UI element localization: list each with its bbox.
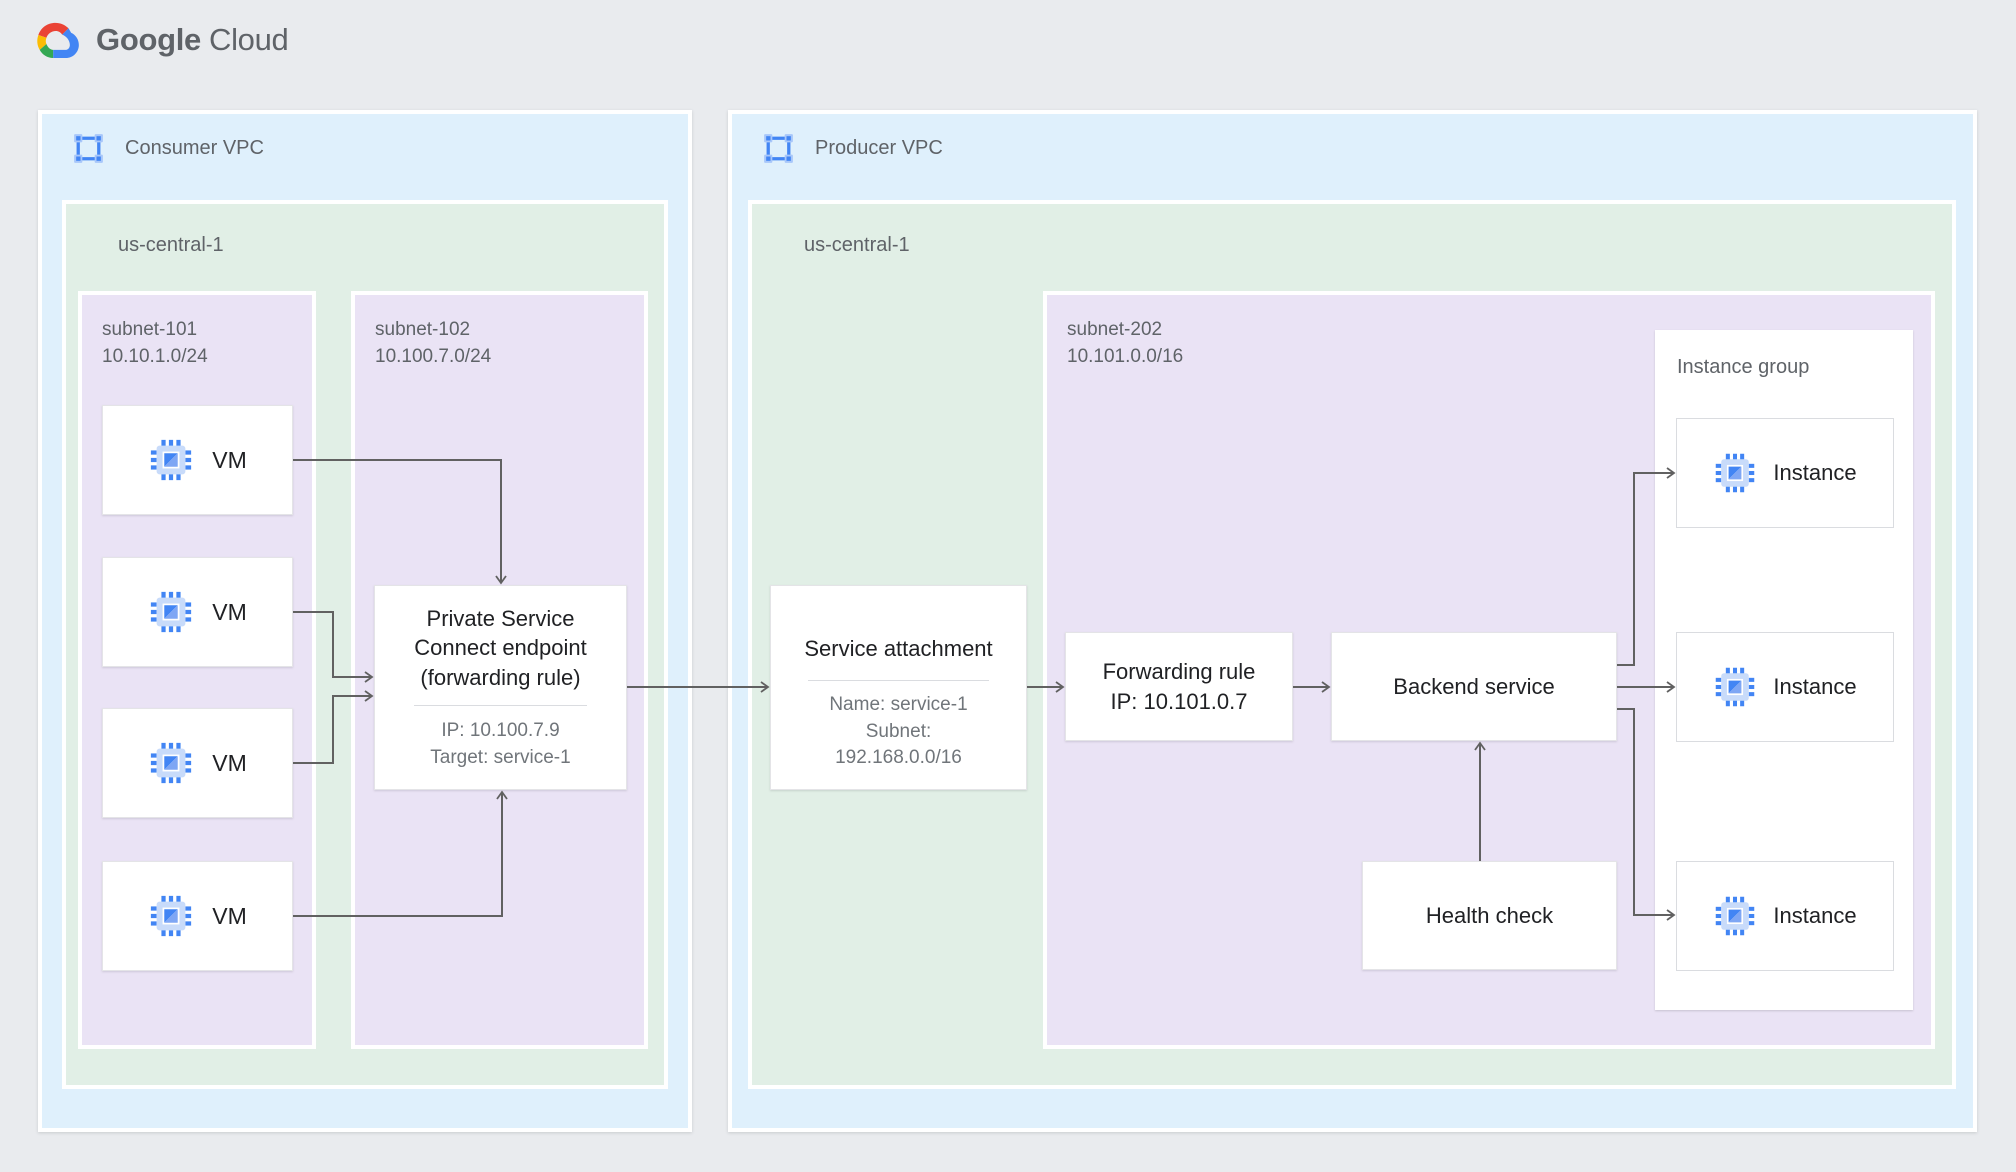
subnet-202-cidr: 10.101.0.0/16 bbox=[1067, 345, 1184, 367]
backend-service-node: Backend service bbox=[1331, 632, 1617, 741]
subnet-101-cidr: 10.10.1.0/24 bbox=[102, 345, 208, 367]
subnet-102-label: subnet-102 10.100.7.0/24 bbox=[375, 317, 491, 370]
logo-word-cloud: Cloud bbox=[208, 22, 289, 57]
instance-node-2: Instance bbox=[1676, 632, 1894, 742]
consumer-vpc-container: Consumer VPC us-central-1 subnet-101 10.… bbox=[38, 110, 692, 1132]
consumer-vpc-label: Consumer VPC bbox=[125, 137, 264, 159]
subnet-202-label: subnet-202 10.101.0.0/16 bbox=[1067, 317, 1183, 370]
compute-engine-chip-icon bbox=[151, 591, 192, 633]
vm-node-2: VM bbox=[102, 557, 293, 667]
producer-vpc-label: Producer VPC bbox=[815, 137, 943, 159]
psc-endpoint-node: Private Service Connect endpoint (forwar… bbox=[374, 585, 627, 790]
instance-group-label: Instance group bbox=[1677, 356, 1810, 378]
service-attachment-node: Service attachment Name: service-1 Subne… bbox=[770, 585, 1027, 790]
compute-engine-chip-icon bbox=[151, 895, 192, 937]
backend-service-label: Backend service bbox=[1393, 673, 1555, 699]
compute-engine-chip-icon bbox=[151, 439, 192, 481]
health-check-label: Health check bbox=[1425, 902, 1554, 928]
service-attachment-subnet-cidr: 192.168.0.0/16 bbox=[835, 746, 962, 768]
vm-node-3: VM bbox=[102, 708, 293, 818]
instance-group-container: Instance group bbox=[1655, 330, 1913, 1010]
producer-vpc-container: Producer VPC us-central-1 Service attach… bbox=[728, 110, 1977, 1132]
instance-node-1: Instance bbox=[1676, 418, 1894, 528]
producer-vpc-header: Producer VPC bbox=[760, 130, 943, 167]
forwarding-rule-title: Forwarding rule bbox=[1102, 659, 1256, 685]
producer-region-label: us-central-1 bbox=[804, 234, 910, 256]
service-attachment-name: Name: service-1 bbox=[829, 694, 968, 716]
instance-label: Instance bbox=[1773, 674, 1857, 699]
consumer-vpc-header: Consumer VPC bbox=[70, 130, 264, 167]
psc-endpoint-target: Target: service-1 bbox=[430, 746, 571, 768]
subnet-202-name: subnet-202 bbox=[1067, 319, 1163, 340]
compute-engine-chip-icon bbox=[1716, 896, 1755, 936]
instance-node-3: Instance bbox=[1676, 861, 1894, 971]
instance-label: Instance bbox=[1773, 903, 1857, 928]
compute-engine-chip-icon bbox=[1716, 667, 1755, 707]
forwarding-rule-node: Forwarding rule IP: 10.101.0.7 bbox=[1065, 632, 1293, 741]
instance-label: Instance bbox=[1773, 460, 1857, 485]
divider bbox=[413, 705, 588, 707]
subnet-202-container: subnet-202 10.101.0.0/16 Forwarding rule… bbox=[1043, 291, 1935, 1049]
service-attachment-title: Service attachment bbox=[804, 636, 993, 661]
psc-endpoint-ip: IP: 10.100.7.9 bbox=[441, 720, 560, 742]
vm-label: VM bbox=[212, 446, 247, 473]
producer-region-container: us-central-1 Service attachment Name: se… bbox=[748, 200, 1956, 1089]
subnet-101-label: subnet-101 10.10.1.0/24 bbox=[102, 317, 208, 370]
psc-endpoint-title: Private Service Connect endpoint (forwar… bbox=[414, 606, 587, 690]
subnet-101-name: subnet-101 bbox=[102, 319, 198, 340]
vm-node-4: VM bbox=[102, 861, 293, 971]
forwarding-rule-ip: IP: 10.101.0.7 bbox=[1110, 688, 1248, 714]
consumer-region-container: us-central-1 subnet-101 10.10.1.0/24 bbox=[62, 200, 668, 1089]
vpc-network-icon bbox=[74, 134, 103, 163]
compute-engine-chip-icon bbox=[151, 742, 192, 784]
logo-word-google: Google bbox=[96, 22, 201, 57]
vm-label: VM bbox=[212, 598, 247, 625]
divider bbox=[808, 680, 989, 682]
compute-engine-chip-icon bbox=[1716, 453, 1755, 493]
google-cloud-logo-icon bbox=[37, 22, 79, 58]
health-check-node: Health check bbox=[1362, 861, 1617, 970]
vm-label: VM bbox=[212, 749, 247, 776]
service-attachment-subnet-label: Subnet: bbox=[865, 720, 932, 742]
vm-node-1: VM bbox=[102, 405, 293, 515]
consumer-region-label: us-central-1 bbox=[118, 234, 224, 256]
vm-label: VM bbox=[212, 902, 247, 929]
subnet-102-name: subnet-102 bbox=[375, 319, 471, 340]
subnet-102-cidr: 10.100.7.0/24 bbox=[375, 345, 492, 367]
vpc-network-icon bbox=[764, 134, 793, 163]
subnet-102-container: subnet-102 10.100.7.0/24 Private Service… bbox=[351, 291, 648, 1049]
subnet-101-container: subnet-101 10.10.1.0/24 bbox=[78, 291, 316, 1049]
